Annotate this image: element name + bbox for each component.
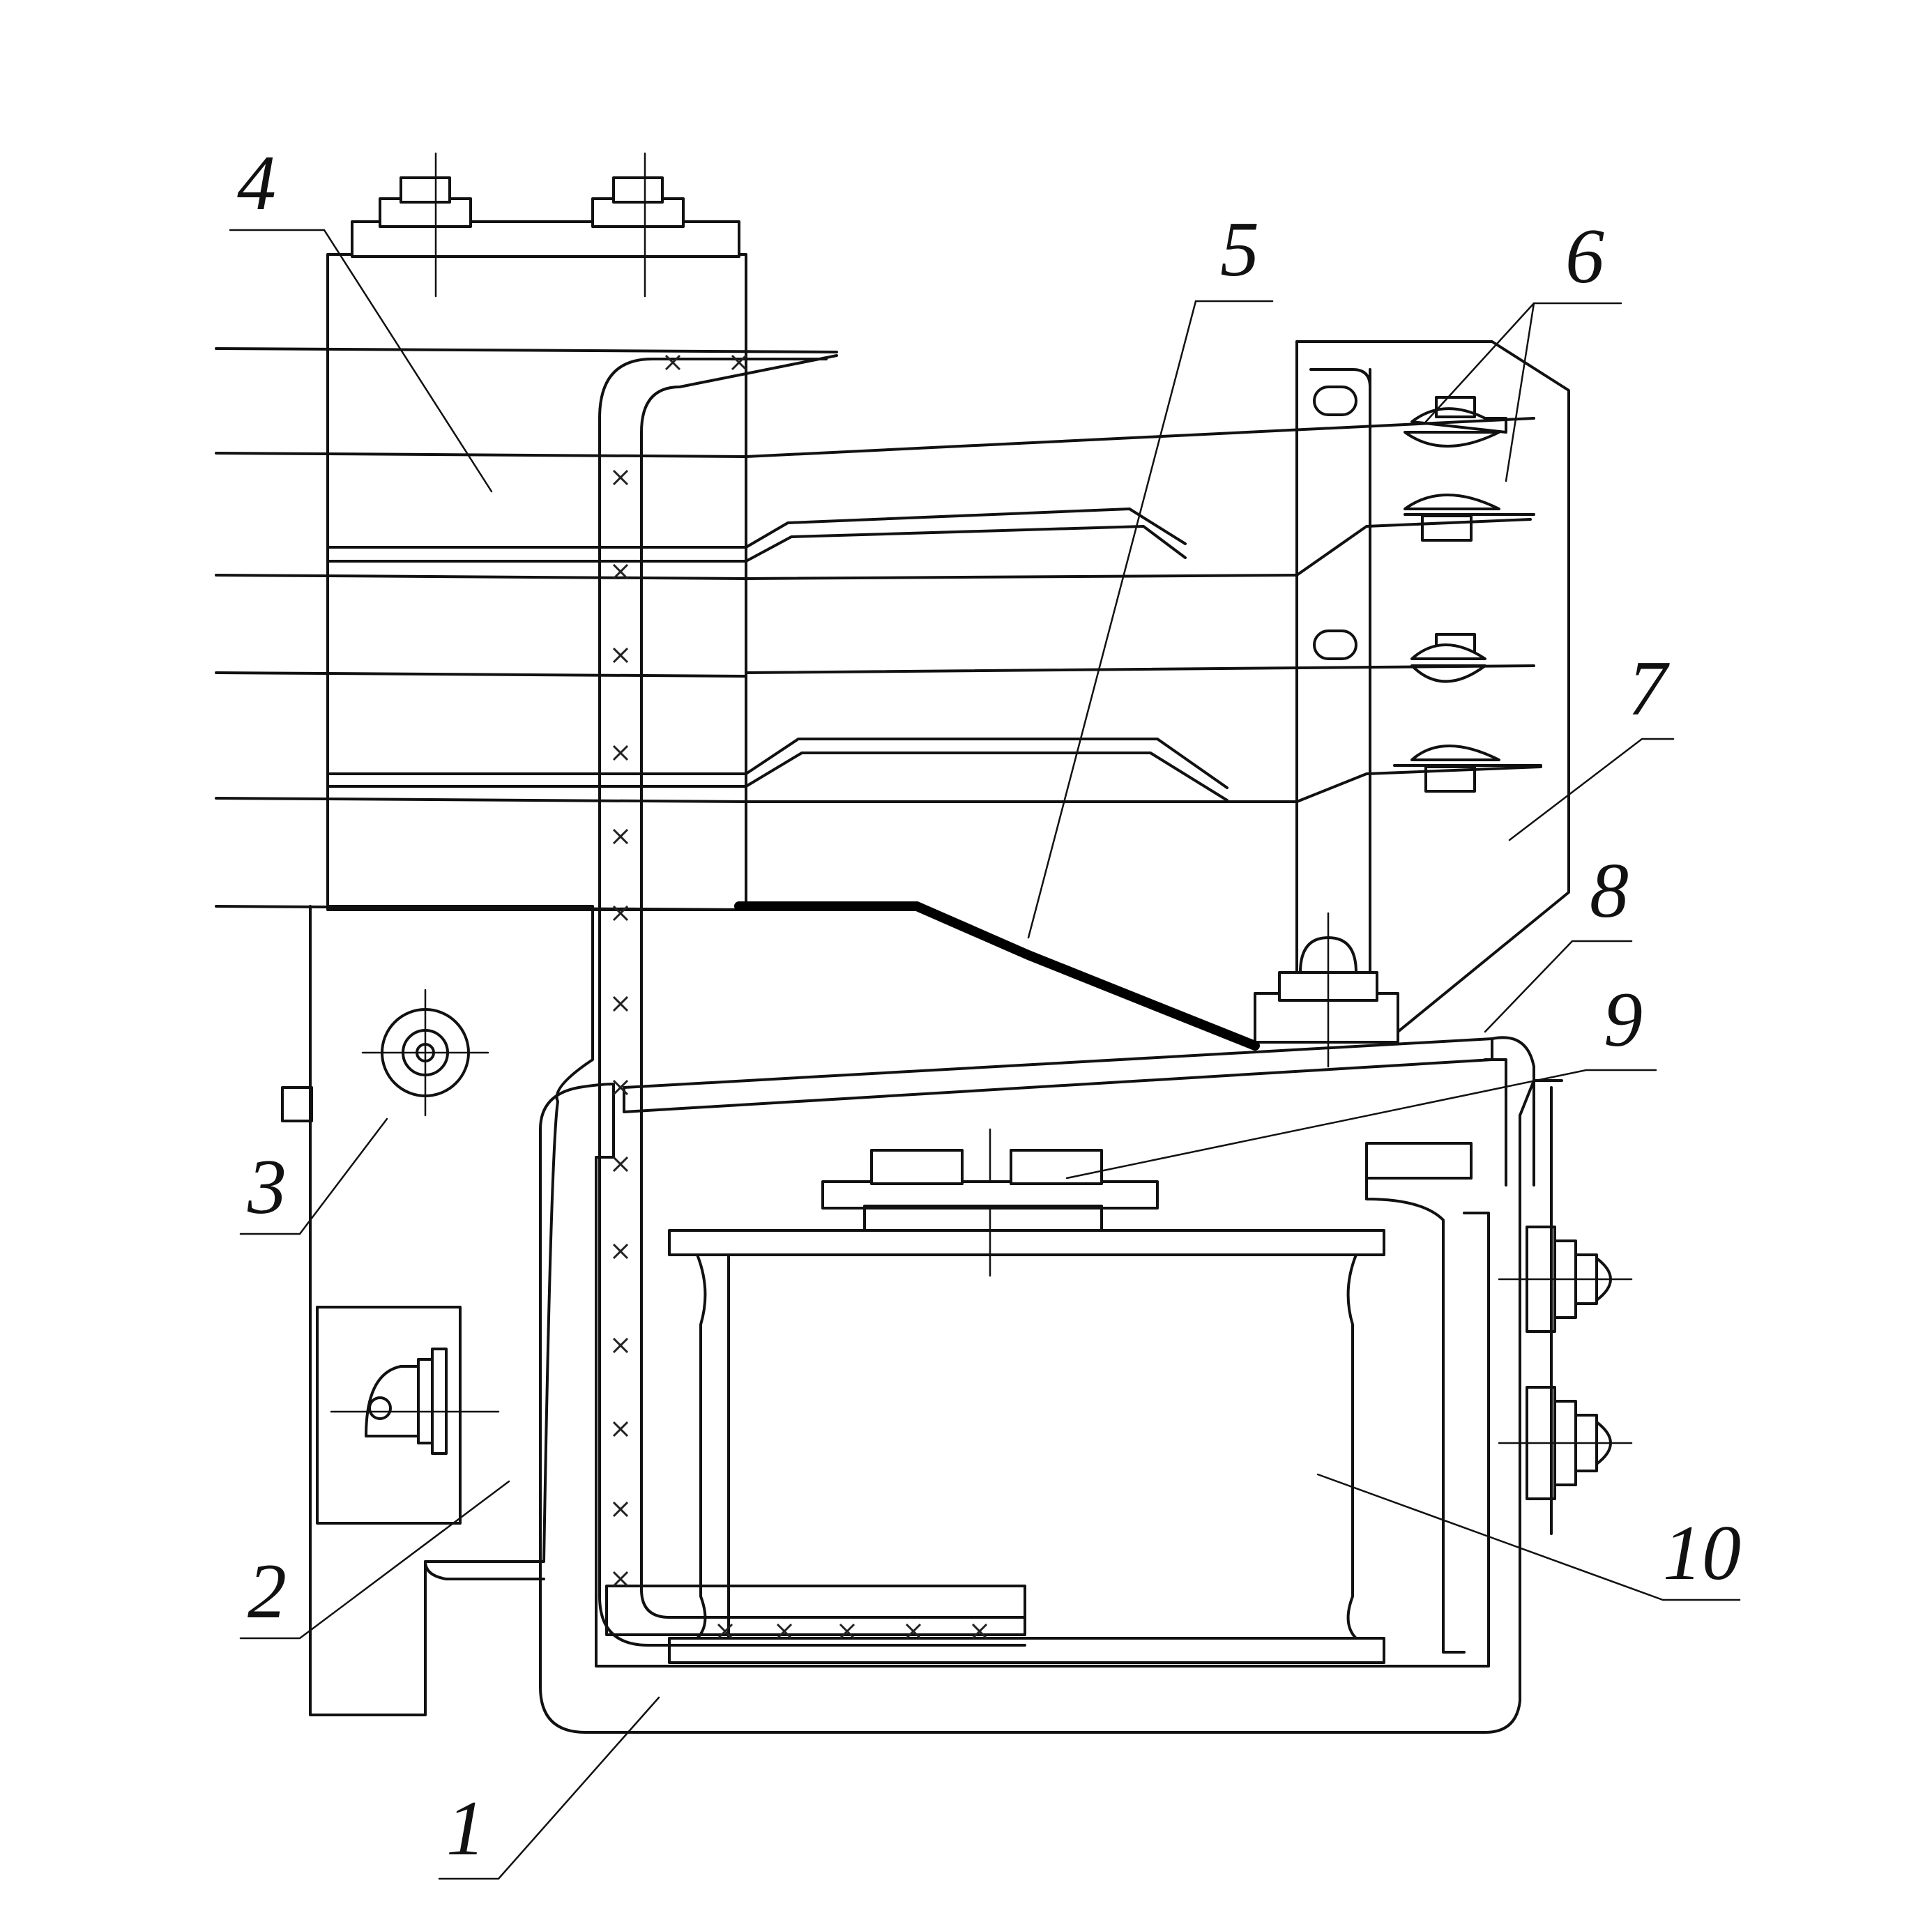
label-9: 9 xyxy=(1604,977,1643,1063)
pusher-frame xyxy=(1254,340,1570,1068)
label-1: 1 xyxy=(446,1785,485,1872)
magnetic-yoke xyxy=(539,1079,1563,1734)
label-8: 8 xyxy=(1590,848,1629,934)
label-7: 7 xyxy=(1628,646,1670,732)
contact-springs xyxy=(745,417,1542,803)
flexible-lead xyxy=(598,354,1026,1647)
label-3: 3 xyxy=(247,1144,287,1230)
part-labels: 1 2 3 4 5 6 7 8 9 10 xyxy=(237,140,1741,1872)
armature xyxy=(623,1036,1535,1187)
base-plate xyxy=(281,905,594,1716)
return-spring xyxy=(734,901,1260,1051)
core-pole-piece xyxy=(821,1149,1159,1232)
label-6: 6 xyxy=(1565,213,1604,300)
label-10: 10 xyxy=(1663,1510,1741,1596)
lead-cross-marks xyxy=(612,354,988,1640)
terminal-bolts xyxy=(1498,1086,1633,1535)
label-4: 4 xyxy=(237,140,276,227)
pivot-screw xyxy=(361,989,489,1117)
contact-rivets xyxy=(1393,396,1542,793)
leader-lines xyxy=(229,229,1741,1880)
label-2: 2 xyxy=(248,1548,287,1635)
contact-block-stack xyxy=(215,152,838,911)
label-5: 5 xyxy=(1220,206,1259,293)
